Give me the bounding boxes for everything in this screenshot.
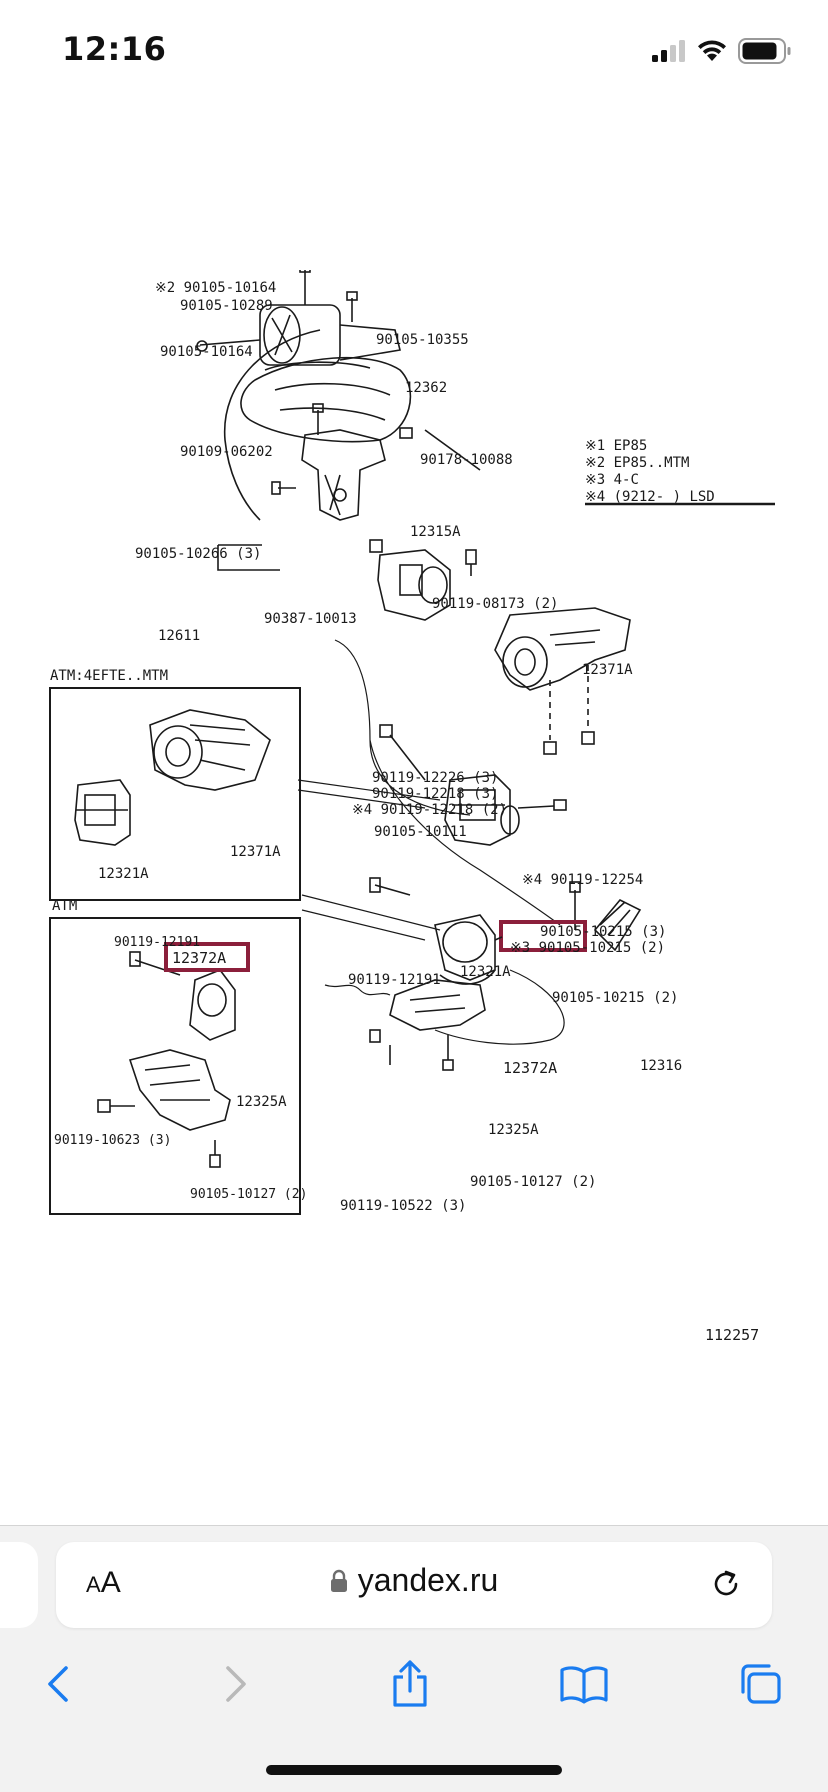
part-label: 90119-10522 (3): [340, 1198, 466, 1214]
browser-toolbar: AA yandex.ru: [0, 1526, 828, 1792]
home-indicator[interactable]: [266, 1765, 562, 1775]
part-label: 12372A: [503, 1059, 557, 1077]
inset-bottom-parts: [97, 951, 236, 1168]
legend-line: ※3 4-C: [585, 472, 639, 488]
mount-12316: [569, 881, 642, 952]
status-icons: [652, 36, 792, 66]
part-label: 90105-10215 (3): [540, 924, 666, 940]
back-chevron-icon: [48, 1666, 68, 1702]
mount-12315A: [271, 403, 413, 521]
inset-bottom-title: ATM: [52, 898, 77, 914]
bookmarks-icon: [560, 1666, 608, 1704]
cellular-signal-icon: [652, 40, 685, 62]
part-label: 12362: [405, 380, 447, 396]
mount-12321A: [379, 724, 567, 846]
inset-bottom-label: 90119-10623 (3): [54, 1133, 171, 1148]
share-button[interactable]: [380, 1654, 440, 1714]
part-label: 90105-10215 (2): [552, 990, 678, 1006]
tabs-icon: [741, 1664, 781, 1704]
forward-button[interactable]: [206, 1654, 266, 1714]
inset-bottom-frame: [49, 917, 301, 1215]
part-label: 90105-10266 (3): [135, 546, 261, 562]
wifi-icon: [698, 40, 726, 61]
lock-icon: [330, 1569, 347, 1592]
battery-icon: [738, 38, 791, 64]
part-label: 90105-10127 (2): [470, 1174, 596, 1190]
url-text: yandex.ru: [357, 1562, 499, 1598]
inset-top-title: ATM:4EFTE..MTM: [50, 668, 168, 684]
part-label: 12371A: [582, 662, 633, 678]
part-label: 90178-10088: [420, 452, 513, 468]
toolbar-separator: [0, 1525, 828, 1526]
bookmarks-button[interactable]: [554, 1654, 614, 1714]
inset-bottom-label: 90119-12191: [114, 935, 200, 950]
mount-12611: [217, 539, 477, 621]
part-label: 90105-10289: [180, 298, 273, 314]
mount-12371A: [494, 607, 631, 755]
part-label: ※2 90105-10164: [155, 280, 276, 296]
part-label: 90105-10355: [376, 332, 469, 348]
previous-tab-preview[interactable]: [0, 1542, 38, 1628]
inset-bottom-label: 12325A: [236, 1094, 287, 1110]
status-time: 12:16: [62, 30, 167, 68]
part-label: 12321A: [460, 964, 511, 980]
part-label: 90105-10111: [374, 824, 467, 840]
part-label: 12315A: [410, 524, 461, 540]
part-label: 90119-12191: [348, 972, 441, 988]
transmission-arc: [223, 329, 321, 521]
part-label: 12316: [640, 1058, 682, 1074]
highlight-box-main: [499, 920, 587, 952]
part-label: 12325A: [488, 1122, 539, 1138]
part-label: 90387-10013: [264, 611, 357, 627]
url-display[interactable]: yandex.ru: [56, 1562, 772, 1599]
text-size-button[interactable]: AA: [86, 1566, 121, 1599]
share-icon: [393, 1660, 427, 1707]
legend-line: ※4 (9212- ) LSD: [585, 489, 715, 505]
part-label: 90119-12218 (3): [372, 786, 498, 802]
inset-top-parts: [74, 709, 271, 846]
leader-paths: [334, 639, 565, 1045]
tabs-button[interactable]: [730, 1654, 790, 1714]
forward-chevron-icon: [226, 1666, 246, 1702]
status-bar: 12:16: [0, 0, 828, 100]
mount-12325A: [369, 979, 486, 1071]
engine-mount-parts-diagram: ※2 90105-10164 90105-10289 90105-10164 9…: [49, 270, 775, 1344]
leader-wiggle: [324, 984, 391, 996]
legend-leader: [424, 429, 481, 471]
inset-bottom-label: 90105-10127 (2): [190, 1187, 307, 1202]
transmission-outline: [240, 356, 412, 443]
part-label: 90119-08173 (2): [432, 596, 558, 612]
part-label: 90109-06202: [180, 444, 273, 460]
navigation-row: [0, 1644, 828, 1724]
highlight-leader: [494, 936, 503, 941]
back-button[interactable]: [28, 1654, 88, 1714]
inset-top-label: 12371A: [230, 844, 281, 860]
part-label: ※4 90119-12254: [522, 872, 643, 888]
mount-12362: [196, 270, 401, 366]
part-label: ※3 90105-10215 (2): [510, 940, 665, 956]
inset-top-label: 12321A: [98, 866, 149, 882]
highlight-box-inset: [164, 942, 250, 972]
part-label: 12611: [158, 628, 200, 644]
transmission-ribs: [264, 361, 391, 421]
legend-line: ※1 EP85: [585, 438, 647, 454]
inset-connector: [297, 779, 441, 941]
part-label: ※4 90119-12218 (2): [352, 802, 507, 818]
address-bar[interactable]: AA yandex.ru: [56, 1542, 772, 1628]
inset-top-frame: [49, 687, 301, 901]
diagram-number: 112257: [705, 1326, 759, 1344]
reload-icon[interactable]: [706, 1564, 746, 1604]
inset-bottom-label: 12372A: [172, 949, 226, 967]
part-label: 90119-12226 (3): [372, 770, 498, 786]
part-label: 90105-10164: [160, 344, 253, 360]
legend-line: ※2 EP85..MTM: [585, 455, 689, 471]
